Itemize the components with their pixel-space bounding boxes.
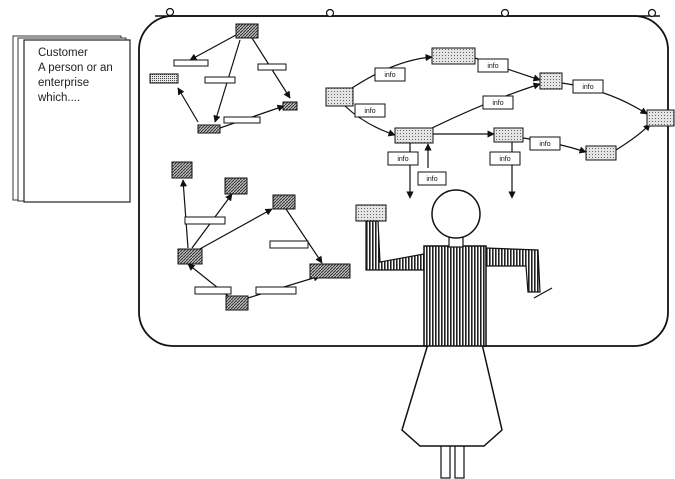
svg-text:info: info: [539, 141, 550, 148]
svg-text:info: info: [397, 156, 408, 163]
note-line: Customer: [38, 46, 124, 61]
info-label: info: [490, 152, 520, 165]
info-label: info: [355, 104, 385, 117]
svg-text:info: info: [364, 108, 375, 115]
info-label: info: [483, 96, 513, 109]
note-line: A person or an: [38, 61, 124, 76]
info-label: info: [573, 80, 603, 93]
note-card-text: Customer A person or an enterprise which…: [38, 46, 124, 106]
info-label: info: [375, 68, 405, 81]
svg-text:info: info: [487, 63, 498, 70]
svg-text:info: info: [492, 100, 503, 107]
svg-text:info: info: [582, 84, 593, 91]
note-line: which....: [38, 91, 124, 106]
info-label: info: [530, 137, 560, 150]
svg-text:info: info: [384, 72, 395, 79]
info-label: info: [418, 172, 446, 185]
svg-text:info: info: [499, 156, 510, 163]
note-line: enterprise: [38, 76, 124, 91]
whiteboard: [139, 9, 668, 347]
info-label: info: [388, 152, 418, 165]
svg-text:info: info: [426, 176, 437, 183]
info-label: info: [478, 59, 508, 72]
